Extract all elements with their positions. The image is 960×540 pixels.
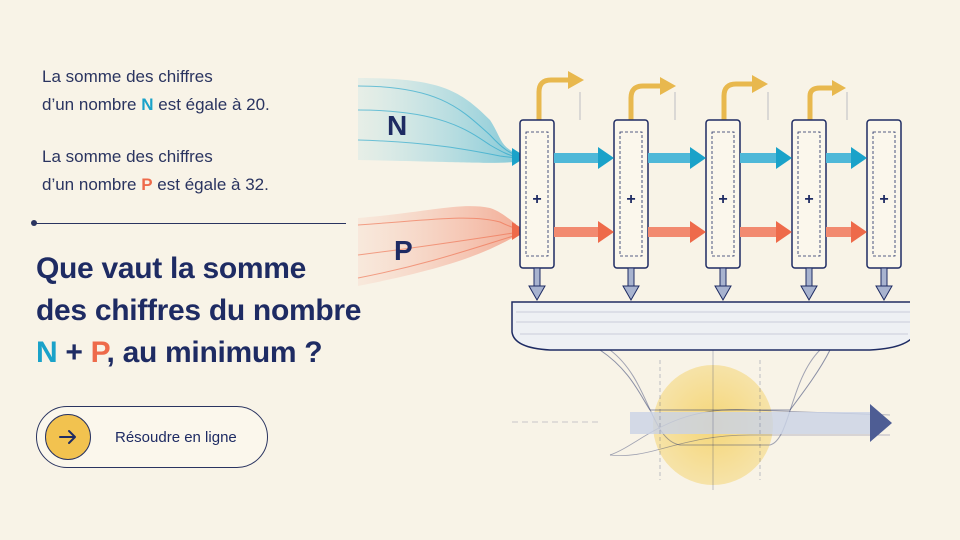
collector-hatching — [516, 311, 910, 335]
statement-n-line2-suffix: est égale à 20. — [153, 95, 270, 114]
adder-plus-signs: + + + + + — [532, 191, 888, 208]
p-stage-arrows — [554, 221, 867, 243]
statement-p-line1: La somme des chiffres — [42, 147, 213, 166]
n-input-stream — [357, 78, 526, 166]
carry-arrows — [536, 77, 837, 123]
statement-p: La somme des chiffres d’un nombre P est … — [42, 143, 269, 199]
question-suffix: , au minimum ? — [106, 336, 323, 369]
funnel-curve — [609, 349, 821, 446]
collector-bar — [511, 301, 910, 351]
question-plus: + — [57, 336, 91, 369]
variable-n: N — [141, 95, 154, 114]
p-input-stream — [357, 206, 526, 286]
divider — [34, 223, 346, 224]
statement-n-line2-prefix: d’un nombre — [42, 95, 142, 114]
question-line2: des chiffres du nombre — [36, 294, 362, 327]
funnel-top — [598, 349, 831, 411]
carry-arrowheads — [568, 71, 846, 96]
adder-plus-4: + — [804, 191, 813, 208]
adder-plus-2: + — [626, 191, 635, 208]
diagram-label-p: P — [394, 235, 413, 266]
statement-p-line2-prefix: d’un nombre — [42, 175, 142, 194]
adder-boxes — [519, 119, 902, 269]
adder-plus-3: + — [718, 191, 727, 208]
statement-n: La somme des chiffres d’un nombre N est … — [42, 63, 270, 119]
construction-lines — [512, 92, 848, 490]
question-heading: Que vaut la somme des chiffres du nombre… — [36, 248, 361, 374]
question-variable-p: P — [90, 336, 107, 369]
adder-plus-1: + — [532, 191, 541, 208]
funnel-line-2 — [609, 434, 890, 457]
diagram-label-n: N — [387, 110, 407, 141]
adder-plus-5: + — [879, 191, 888, 208]
collector-arrows — [528, 267, 893, 302]
n-stage-arrows — [554, 147, 867, 169]
question-variable-n: N — [36, 336, 58, 369]
question-line3: N + P, au minimum ? — [36, 332, 361, 374]
question-line1: Que vaut la somme — [36, 252, 306, 285]
output-arrow-head — [870, 404, 892, 442]
arrow-right-icon — [45, 414, 91, 460]
variable-p: P — [141, 175, 153, 194]
adder-diagram: N P + + + + + — [357, 71, 910, 490]
solve-online-label: Résoudre en ligne — [115, 428, 237, 446]
statement-n-line1: La somme des chiffres — [42, 67, 213, 86]
solve-online-button[interactable]: Résoudre en ligne — [36, 406, 268, 468]
output-arrow-shaft — [630, 412, 874, 434]
statement-p-line2-suffix: est égale à 32. — [152, 175, 269, 194]
